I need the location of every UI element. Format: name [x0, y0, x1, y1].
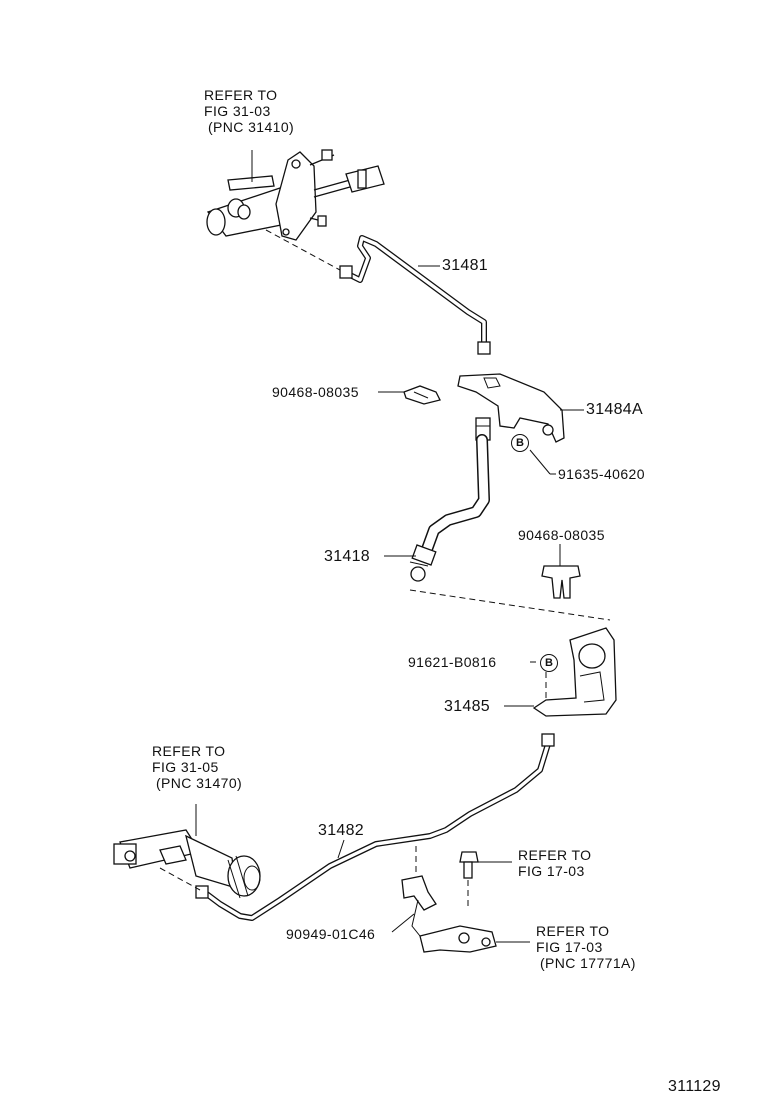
label-31485: 31485 [444, 698, 490, 715]
ref-release-cylinder-line3: (PNC 31470) [156, 775, 243, 791]
label-31482: 31482 [318, 822, 364, 839]
label-90468-upper: 90468-08035 [272, 384, 359, 400]
flexible-hose-31418-drawing [409, 417, 611, 621]
ref-bracket-line3: (PNC 17771A) [540, 955, 636, 971]
label-31418: 31418 [324, 548, 370, 565]
clip-lower-drawing [541, 565, 581, 599]
label-31481: 31481 [442, 257, 488, 274]
ref-bracket-line1: REFER TO [536, 923, 610, 939]
label-91621: 91621-B0816 [408, 654, 497, 670]
clutch-line-31481-drawing [339, 235, 491, 355]
clip-upper-drawing [403, 385, 441, 405]
bracket-31485-drawing [532, 627, 617, 717]
ref-master-cylinder-line3: (PNC 31410) [208, 119, 295, 135]
ref-release-cylinder-line2: FIG 31-05 [152, 759, 219, 775]
ref-master-cylinder-line2: FIG 31-03 [204, 103, 271, 119]
label-91635: 91635-40620 [558, 466, 645, 482]
figure-number: 311129 [668, 1078, 721, 1095]
label-31484A: 31484A [586, 401, 643, 418]
label-90949: 90949-01C46 [286, 926, 376, 942]
ref-bolt-line1: REFER TO [518, 847, 592, 863]
ref-bracket-line2: FIG 17-03 [536, 939, 603, 955]
ref-bolt-line2: FIG 17-03 [518, 863, 585, 879]
leader-lines [337, 265, 584, 943]
badge-b-upper: B [511, 434, 529, 452]
label-90468-lower: 90468-08035 [518, 527, 605, 543]
badge-b-lower: B [540, 654, 558, 672]
master-cylinder-drawing [206, 149, 385, 271]
ref-release-cylinder-line1: REFER TO [152, 743, 226, 759]
bolt-clamp-drawing [401, 846, 497, 953]
release-cylinder-drawing [113, 804, 261, 899]
bracket-31484A-drawing [457, 373, 565, 443]
ref-master-cylinder-line1: REFER TO [204, 87, 278, 103]
